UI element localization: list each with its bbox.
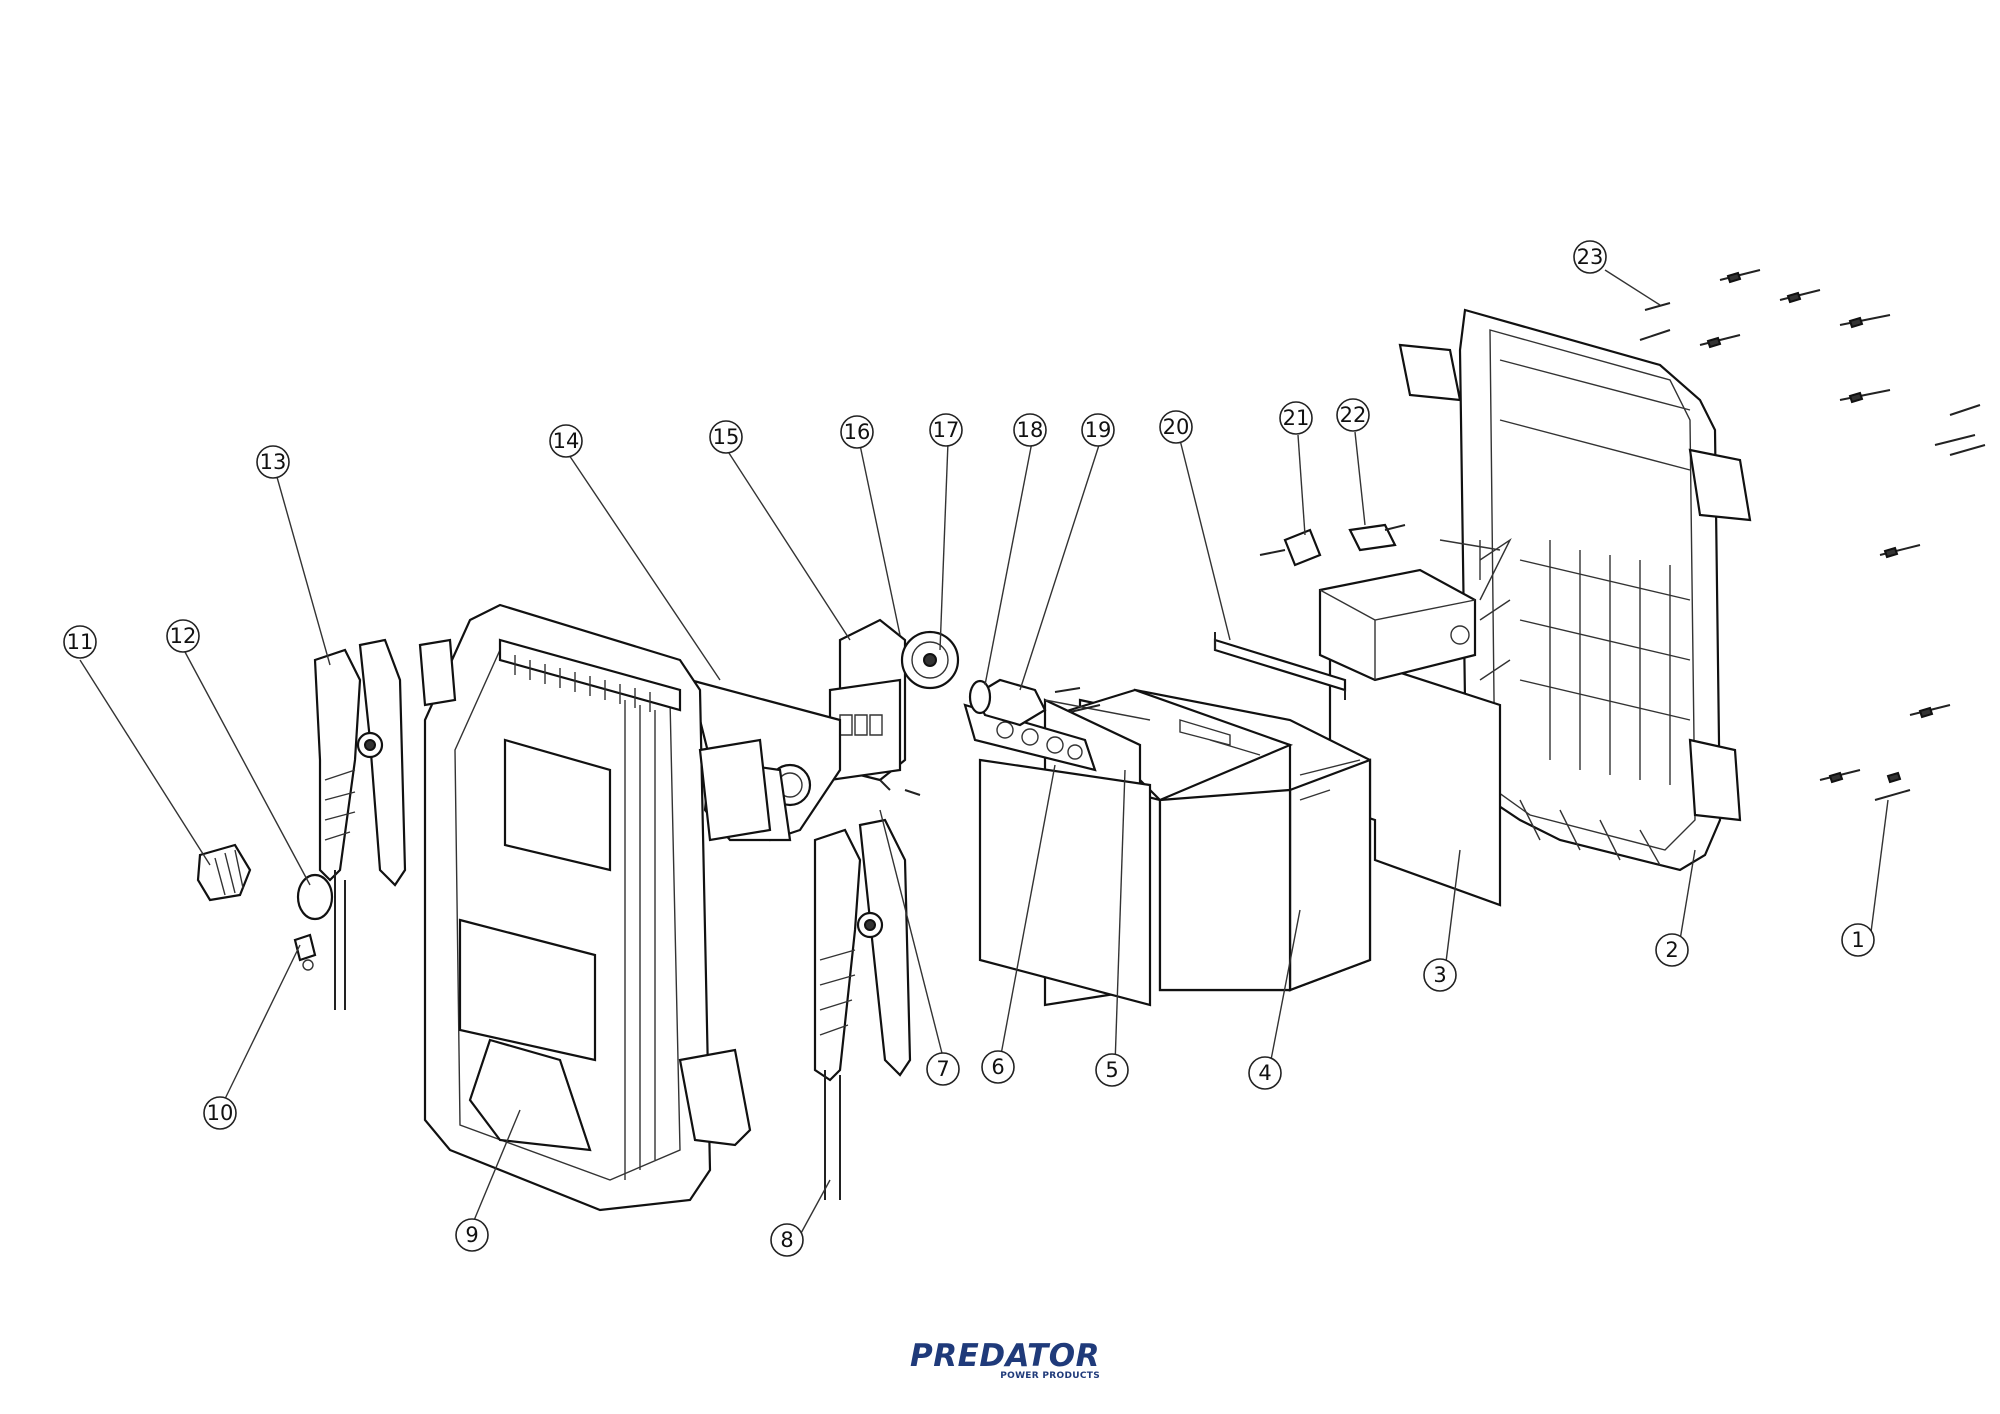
- callout-6: 6: [981, 1050, 1015, 1084]
- part-charger-module: [1318, 568, 1477, 682]
- part-power-plug: [1259, 523, 1406, 567]
- callout-17: 17: [929, 413, 963, 447]
- callout-18: 18: [1013, 413, 1047, 447]
- callout-22: 22: [1336, 398, 1370, 432]
- svg-text:23: 23: [1577, 245, 1604, 269]
- svg-text:13: 13: [260, 450, 287, 474]
- svg-text:16: 16: [844, 420, 871, 444]
- svg-text:5: 5: [1105, 1058, 1118, 1082]
- svg-text:22: 22: [1340, 403, 1367, 427]
- brand-logo: PREDATOR POWER PRODUCTS: [910, 1340, 1100, 1381]
- part-control-board: [828, 618, 960, 796]
- callout-10: 10: [203, 1096, 237, 1130]
- svg-text:7: 7: [936, 1057, 949, 1081]
- svg-text:8: 8: [780, 1228, 793, 1252]
- callout-7: 7: [926, 1052, 960, 1086]
- callout-4: 4: [1248, 1056, 1282, 1090]
- svg-text:4: 4: [1258, 1061, 1271, 1085]
- part-rear-housing: [1398, 308, 1752, 872]
- svg-text:19: 19: [1085, 418, 1112, 442]
- callout-1: 1: [1841, 923, 1875, 957]
- svg-text:2: 2: [1665, 938, 1678, 962]
- part-clamp-left: [313, 638, 407, 1010]
- part-terminal: [293, 933, 317, 971]
- callout-5: 5: [1095, 1053, 1129, 1087]
- svg-text:11: 11: [67, 630, 94, 654]
- part-clamp-right: [813, 818, 912, 1200]
- callout-15: 15: [709, 420, 743, 454]
- part-screws: [1639, 269, 1986, 801]
- callout-23: 23: [1573, 240, 1607, 274]
- callout-20: 20: [1159, 410, 1193, 444]
- svg-text:21: 21: [1283, 406, 1310, 430]
- callout-12: 12: [166, 619, 200, 653]
- logo-brand-text: PREDATOR: [910, 1338, 1100, 1374]
- svg-text:10: 10: [207, 1101, 234, 1125]
- logo-subtitle: POWER PRODUCTS: [1000, 1371, 1100, 1381]
- svg-text:12: 12: [170, 624, 197, 648]
- callout-11: 11: [63, 625, 97, 659]
- part-fuse-holder: [968, 678, 1101, 727]
- part-rubber-boot: [296, 873, 334, 921]
- svg-text:9: 9: [465, 1223, 478, 1247]
- part-knob: [196, 843, 252, 902]
- svg-text:6: 6: [991, 1055, 1004, 1079]
- svg-text:14: 14: [553, 429, 580, 453]
- svg-text:18: 18: [1017, 418, 1044, 442]
- leader-lines: [79, 269, 1889, 1236]
- callout-21: 21: [1279, 401, 1313, 435]
- callout-8: 8: [770, 1223, 804, 1257]
- svg-text:20: 20: [1163, 415, 1190, 439]
- callout-14: 14: [549, 424, 583, 458]
- callout-19: 19: [1081, 413, 1115, 447]
- callout-16: 16: [840, 415, 874, 449]
- part-led-board: [963, 703, 1152, 1007]
- svg-text:17: 17: [933, 418, 960, 442]
- svg-text:1: 1: [1851, 928, 1864, 952]
- callout-3: 3: [1423, 958, 1457, 992]
- svg-text:15: 15: [713, 425, 740, 449]
- callout-2: 2: [1655, 933, 1689, 967]
- svg-text:3: 3: [1433, 963, 1446, 987]
- callout-13: 13: [256, 445, 290, 479]
- callout-9: 9: [455, 1218, 489, 1252]
- part-front-housing: [418, 603, 772, 1212]
- part-bracket: [1213, 632, 1347, 700]
